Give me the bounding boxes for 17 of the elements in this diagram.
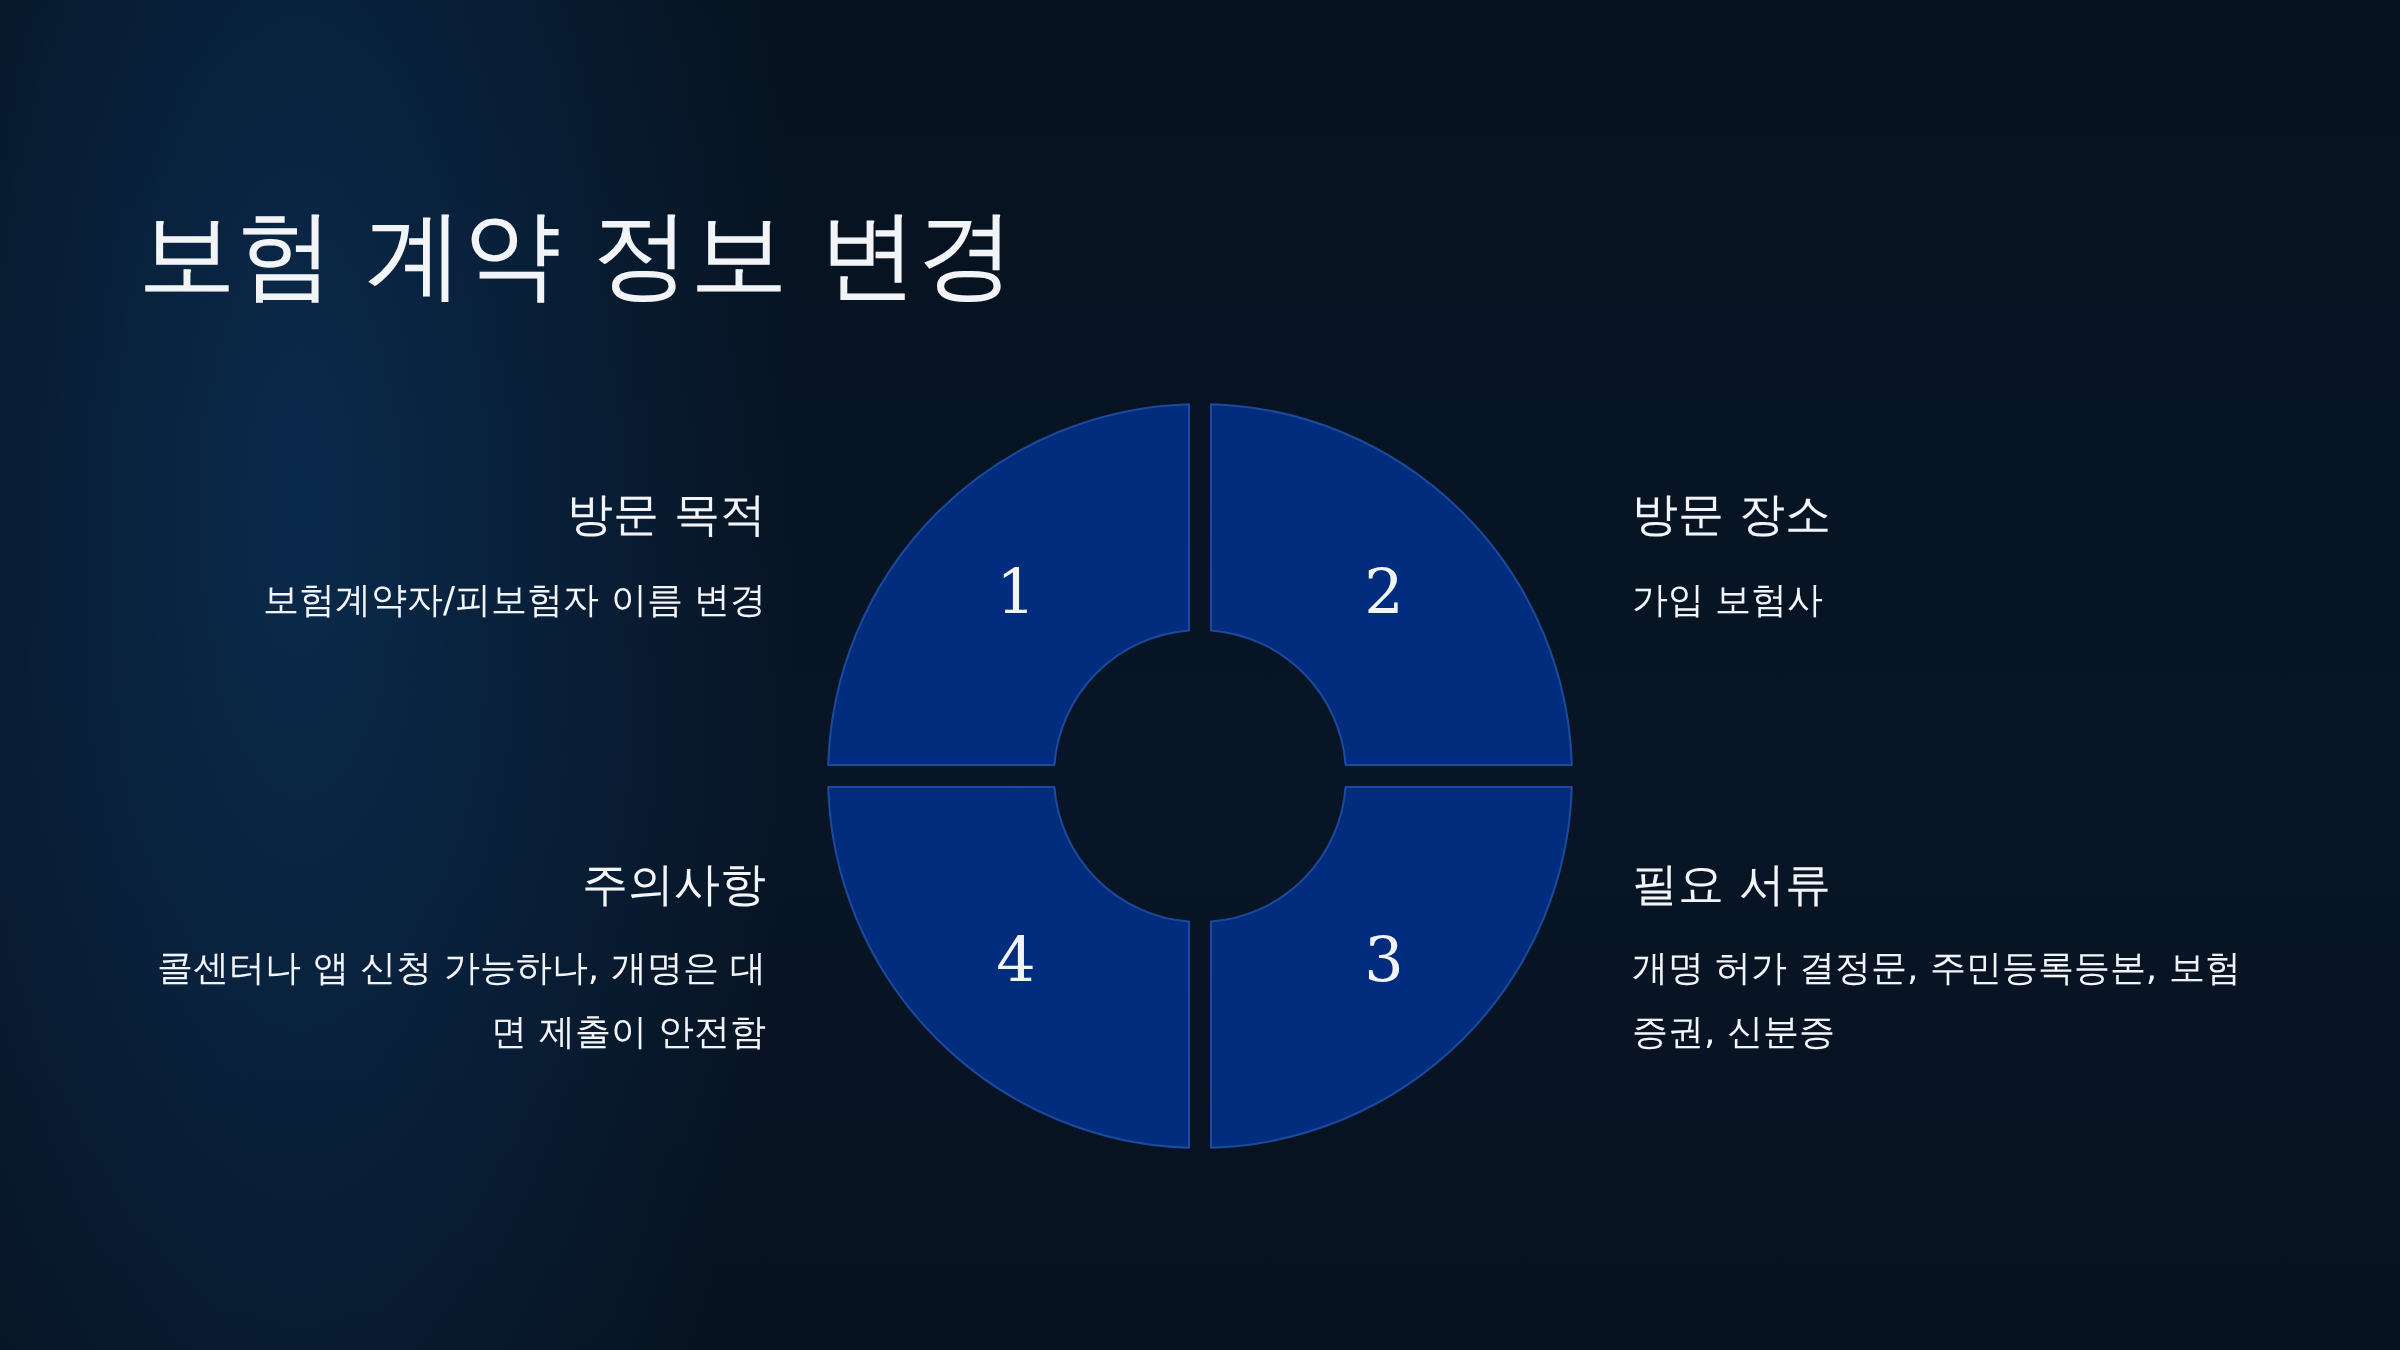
segment-number: 1 [995, 557, 1037, 627]
section-heading: 방문 장소 [1632, 486, 1832, 543]
section-heading: 방문 목적 [566, 486, 766, 543]
section-text: 가입 보험사 [1632, 578, 1825, 622]
ring-segment [1211, 787, 1572, 1148]
segment-number: 2 [1363, 557, 1405, 627]
segment-number: 3 [1363, 925, 1405, 995]
section-heading: 필요 서류 [1632, 856, 1832, 913]
section-text: 보험계약자/피보험자 이름 변경 [262, 578, 766, 622]
ring-segment [828, 787, 1189, 1148]
segment-number: 4 [995, 925, 1037, 995]
section-text: 개명 허가 결정문, 주민등록등본, 보험증권, 신분증 [1632, 946, 2242, 1054]
slide-title: 보험 계약 정보 변경 [138, 196, 1016, 313]
section-heading: 주의사항 [581, 856, 766, 913]
ring-segment [1211, 404, 1572, 765]
section-text: 콜센터나 앱 신청 가능하나, 개명은 대면 제출이 안전함 [156, 946, 766, 1054]
ring-segment [828, 404, 1189, 765]
